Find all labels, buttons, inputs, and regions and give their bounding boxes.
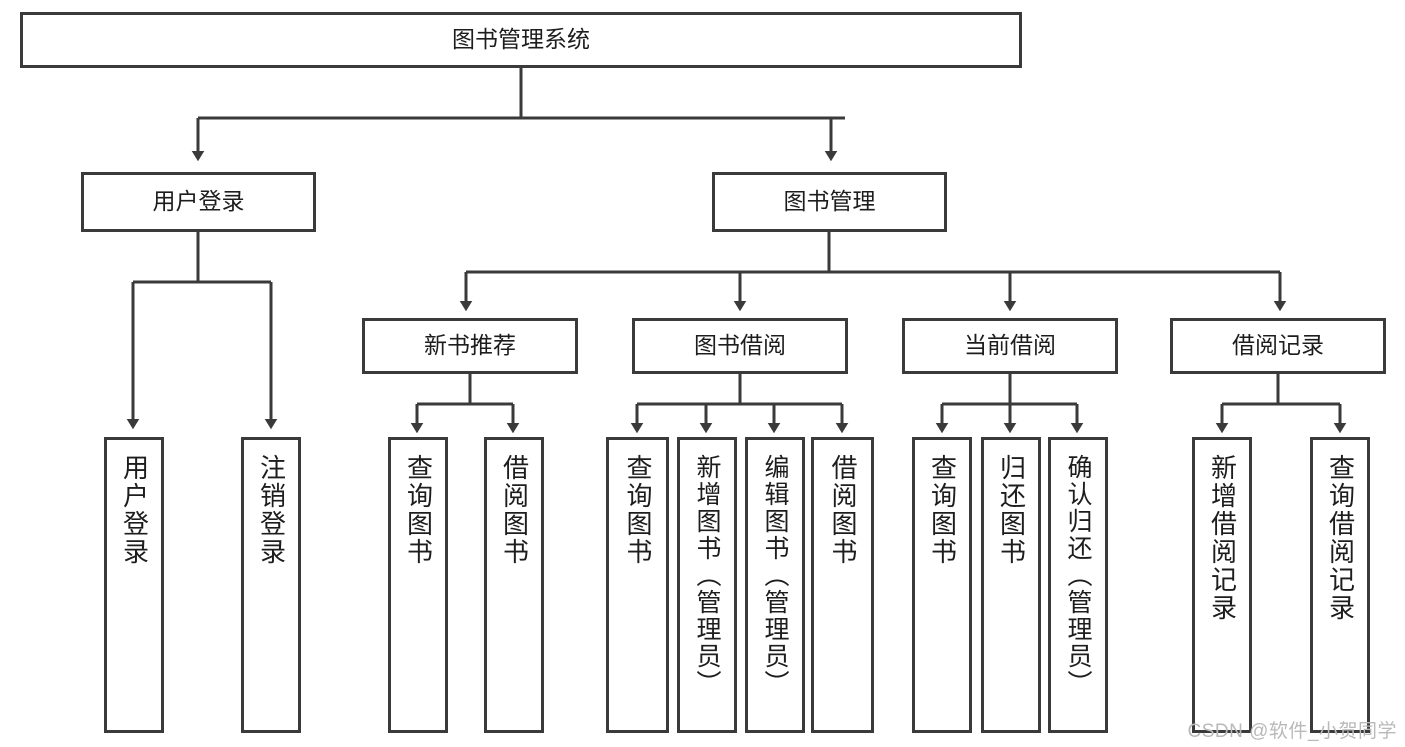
leaf-new-books-query-label: 查询图书 <box>403 454 434 566</box>
node-borrow-records[interactable]: 借阅记录 <box>1170 318 1386 374</box>
leaf-borrow-query-label: 查询图书 <box>623 454 654 566</box>
leaf-user-login[interactable]: 用户登录 <box>104 437 164 733</box>
leaf-current-confirm-return[interactable]: 确认归还（管理员） <box>1048 437 1108 733</box>
node-new-book-recommend[interactable]: 新书推荐 <box>362 318 578 374</box>
leaf-borrow-edit-book[interactable]: 编辑图书（管理员） <box>745 437 805 733</box>
node-book-borrow[interactable]: 图书借阅 <box>632 318 848 374</box>
leaf-new-books-borrow-label: 借阅图书 <box>499 454 530 566</box>
node-borrow-records-label: 借阅记录 <box>1232 332 1324 359</box>
leaf-borrow-query[interactable]: 查询图书 <box>606 437 669 733</box>
node-current-borrow[interactable]: 当前借阅 <box>902 318 1118 374</box>
leaf-current-confirm-return-label: 确认归还（管理员） <box>1064 454 1092 697</box>
leaf-borrow-add-book[interactable]: 新增图书（管理员） <box>677 437 737 733</box>
leaf-user-logout-label: 注销登录 <box>256 454 287 566</box>
node-new-book-recommend-label: 新书推荐 <box>424 332 516 359</box>
node-current-borrow-label: 当前借阅 <box>964 332 1056 359</box>
node-user-login[interactable]: 用户登录 <box>81 172 316 232</box>
leaf-records-query[interactable]: 查询借阅记录 <box>1310 437 1370 733</box>
leaf-new-books-query[interactable]: 查询图书 <box>388 437 448 733</box>
node-root-label: 图书管理系统 <box>452 26 590 53</box>
leaf-records-add[interactable]: 新增借阅记录 <box>1192 437 1252 733</box>
node-user-login-label: 用户登录 <box>152 188 245 215</box>
leaf-user-logout[interactable]: 注销登录 <box>241 437 301 733</box>
leaf-new-books-borrow[interactable]: 借阅图书 <box>484 437 544 733</box>
leaf-borrow-edit-book-label: 编辑图书（管理员） <box>761 454 789 697</box>
leaf-current-return[interactable]: 归还图书 <box>981 437 1041 733</box>
node-root[interactable]: 图书管理系统 <box>20 12 1022 68</box>
leaf-current-query[interactable]: 查询图书 <box>912 437 972 733</box>
leaf-current-query-label: 查询图书 <box>927 454 958 566</box>
leaf-borrow-borrow-book[interactable]: 借阅图书 <box>811 437 874 733</box>
leaf-records-add-label: 新增借阅记录 <box>1207 454 1238 622</box>
node-book-borrow-label: 图书借阅 <box>694 332 786 359</box>
leaf-records-query-label: 查询借阅记录 <box>1325 454 1356 622</box>
leaf-current-return-label: 归还图书 <box>996 454 1027 566</box>
leaf-borrow-add-book-label: 新增图书（管理员） <box>693 454 721 697</box>
node-book-management[interactable]: 图书管理 <box>712 172 947 232</box>
node-book-management-label: 图书管理 <box>783 188 876 215</box>
leaf-borrow-borrow-book-label: 借阅图书 <box>828 454 859 566</box>
leaf-user-login-label: 用户登录 <box>119 454 150 566</box>
